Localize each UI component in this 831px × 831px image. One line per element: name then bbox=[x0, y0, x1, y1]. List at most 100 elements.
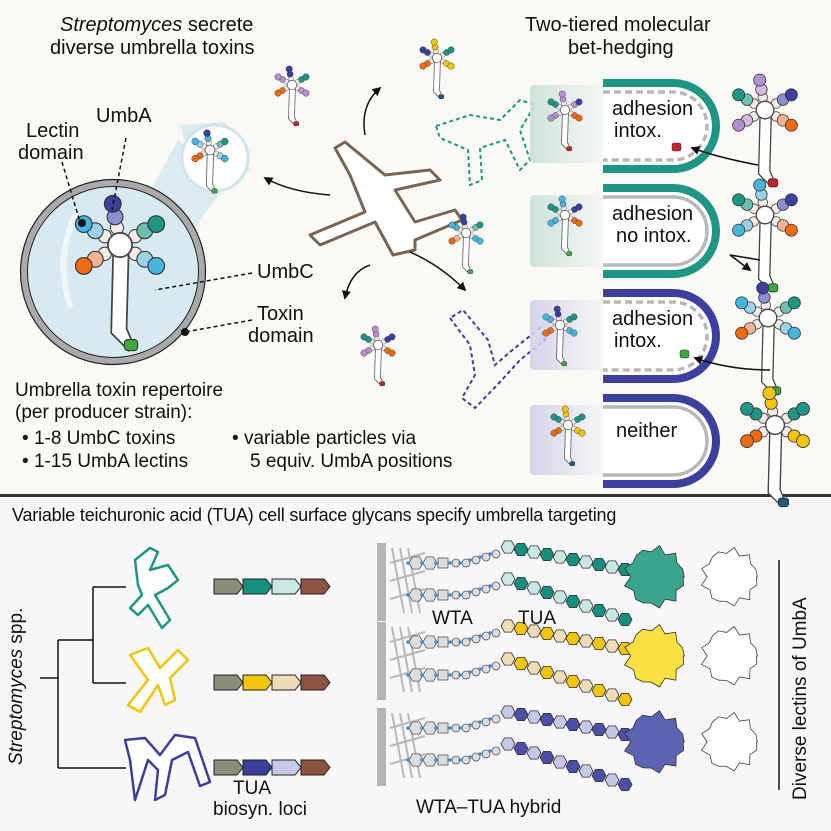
umbc-hub bbox=[372, 339, 384, 351]
lectin-domain bbox=[476, 221, 484, 229]
lectin-domain bbox=[459, 213, 467, 221]
lectin-domain bbox=[285, 65, 293, 73]
tree-label: Streptomyces spp. bbox=[6, 608, 27, 765]
cell1-label-line2: intox. bbox=[614, 120, 662, 142]
tua-hexose bbox=[591, 558, 607, 571]
tua-hexose bbox=[539, 713, 555, 726]
phosphate bbox=[406, 561, 410, 565]
umbc-hub bbox=[758, 308, 778, 328]
phosphate bbox=[420, 561, 424, 565]
cell-membrane bbox=[603, 195, 709, 267]
toxin-label-line2: domain bbox=[248, 325, 314, 347]
phosphate bbox=[448, 758, 452, 762]
umbc-hub bbox=[764, 414, 786, 436]
umbc-stalk bbox=[760, 317, 779, 396]
tua-hexose bbox=[604, 773, 620, 787]
lectin-domain bbox=[784, 193, 798, 207]
wta-unit bbox=[471, 720, 481, 730]
lectin-domain bbox=[448, 237, 456, 245]
phosphate bbox=[434, 726, 438, 730]
umbrella-particle bbox=[732, 73, 798, 188]
phosphate bbox=[448, 561, 452, 565]
phosphate bbox=[468, 723, 472, 727]
tua-hexose bbox=[552, 550, 568, 564]
lectin-domain bbox=[787, 326, 801, 340]
tua-hexose bbox=[539, 627, 555, 640]
lectin-domain bbox=[558, 195, 566, 203]
cell-wall-bar bbox=[377, 708, 386, 786]
tua-hexose bbox=[539, 666, 555, 679]
lectin-domain bbox=[448, 221, 456, 229]
tua-hexose bbox=[578, 634, 594, 648]
lectin-domain bbox=[550, 413, 558, 421]
lectin-domain bbox=[740, 401, 754, 416]
repertoire-line1: Umbrella toxin repertoire bbox=[15, 380, 224, 401]
lectin-label-line1: Lectin bbox=[26, 120, 80, 142]
tua-hexose bbox=[513, 543, 529, 556]
lectin-domain bbox=[360, 333, 368, 341]
lectin-domain bbox=[221, 137, 229, 146]
target-cell-teal-outline bbox=[434, 98, 537, 187]
peptidoglycan bbox=[389, 735, 426, 747]
toxin-domain bbox=[767, 283, 779, 293]
wta-unit bbox=[481, 749, 491, 759]
tua-hexose bbox=[578, 555, 594, 569]
phosphate bbox=[468, 755, 472, 759]
wta-unit bbox=[461, 670, 471, 680]
umbc-hub bbox=[107, 232, 133, 258]
cell3-label-line1: adhesion bbox=[612, 308, 694, 330]
peptidoglycan bbox=[391, 626, 405, 693]
phylogenetic-tree bbox=[40, 586, 126, 769]
gene-arrow bbox=[271, 578, 302, 595]
toxin-domain bbox=[467, 269, 474, 275]
umbrella-particle bbox=[547, 195, 583, 257]
phosphate bbox=[420, 673, 424, 677]
wta-unit bbox=[481, 631, 491, 641]
gene-arrow bbox=[271, 674, 302, 691]
phosphate bbox=[458, 561, 462, 565]
cell-wall-bar bbox=[377, 543, 386, 621]
lectin-domain bbox=[740, 434, 754, 449]
lectin-domain bbox=[561, 405, 569, 413]
umbc-hub bbox=[460, 227, 472, 239]
bullet-umbc-count: • 1-8 UmbC toxins bbox=[22, 428, 176, 449]
lectin-domain bbox=[302, 73, 310, 81]
tua-hexose bbox=[552, 715, 568, 729]
cell4-label: neither bbox=[616, 420, 678, 442]
phosphate bbox=[488, 749, 492, 753]
umbc-stalk bbox=[757, 214, 776, 293]
lectin-domain bbox=[147, 215, 166, 234]
wta-unit bbox=[491, 661, 501, 671]
wta-label: WTA bbox=[432, 608, 473, 629]
wta-unit bbox=[471, 667, 481, 677]
peptidoglycan bbox=[389, 649, 426, 661]
cell-membrane bbox=[603, 90, 709, 162]
umba-partner bbox=[700, 625, 758, 686]
lectin-domain bbox=[796, 434, 810, 449]
tua-hexose bbox=[578, 679, 594, 693]
umbrella-particle bbox=[74, 194, 166, 352]
phosphate bbox=[488, 664, 492, 668]
phosphate bbox=[458, 758, 462, 762]
phosphate bbox=[478, 752, 482, 756]
umbrella-particle bbox=[419, 38, 455, 100]
peptidoglycan bbox=[391, 547, 405, 614]
umbrella-particle bbox=[274, 65, 310, 127]
phosphate bbox=[434, 640, 438, 644]
lectin-domain bbox=[787, 296, 801, 310]
gene-arrow bbox=[213, 674, 244, 691]
lectin-domain bbox=[371, 325, 379, 333]
tua-hexose bbox=[526, 581, 542, 595]
lectin-domain bbox=[753, 73, 767, 87]
phosphate bbox=[434, 673, 438, 677]
strain-cell bbox=[128, 546, 180, 630]
delivered-toxin bbox=[679, 349, 690, 359]
lectin-domain bbox=[732, 223, 746, 237]
toxin-domain bbox=[777, 497, 790, 508]
umbrella-particle bbox=[360, 325, 396, 387]
toxin-domain bbox=[211, 188, 218, 194]
phosphate bbox=[420, 726, 424, 730]
lectin-domain bbox=[360, 349, 368, 357]
phosphate bbox=[468, 558, 472, 562]
phosphate bbox=[468, 670, 472, 674]
